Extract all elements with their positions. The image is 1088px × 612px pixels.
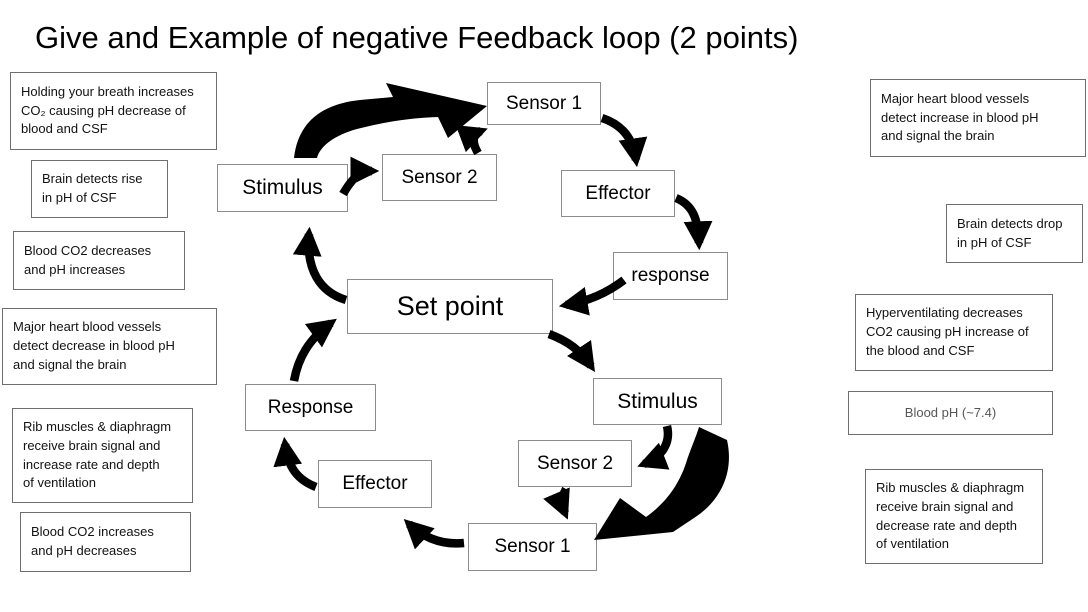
node-effector-bottom: Effector	[318, 460, 432, 508]
node-set-point: Set point	[347, 279, 553, 334]
node-sensor1-top: Sensor 1	[487, 82, 601, 125]
arrow-sensor1-bottom-to-effector-bottom	[403, 519, 465, 550]
note-blood-ph: Blood pH (~7.4)	[848, 391, 1053, 435]
arrow-effector-top-to-response	[674, 194, 713, 251]
note-blood-co2-decreases: Blood CO2 decreases and pH increases	[13, 231, 185, 290]
node-response-bottom: Response	[245, 384, 376, 431]
node-sensor1-bottom: Sensor 1	[468, 523, 597, 571]
arrow-response-bottom-to-setpoint	[289, 318, 337, 382]
node-sensor2-top: Sensor 2	[382, 154, 497, 201]
node-response-top: response	[613, 252, 728, 300]
node-effector-top: Effector	[561, 170, 675, 217]
arrow-sensor2-top-to-sensor1-top	[455, 125, 488, 156]
note-blood-co2-increases: Blood CO2 increases and pH decreases	[20, 512, 191, 572]
note-vessels-detect-decrease: Major heart blood vessels detect decreas…	[2, 308, 217, 385]
arrow-setpoint-to-stimulus-top	[292, 226, 348, 305]
page-title: Give and Example of negative Feedback lo…	[35, 20, 799, 55]
arrow-stimulus-top-to-sensor1-top-swoosh	[294, 83, 487, 158]
note-vessels-detect-increase: Major heart blood vessels detect increas…	[870, 79, 1086, 157]
arrow-setpoint-to-stimulus-bottom	[547, 330, 596, 373]
node-stimulus-top: Stimulus	[217, 164, 348, 212]
note-brain-detects-drop: Brain detects drop in pH of CSF	[946, 204, 1083, 263]
arrow-stimulus-bottom-to-sensor2-bottom	[637, 425, 673, 470]
arrow-effector-bottom-to-response-bottom	[273, 436, 318, 491]
node-stimulus-bottom: Stimulus	[593, 378, 722, 425]
arrow-sensor1-top-to-effector-top	[600, 113, 648, 168]
node-sensor2-bottom: Sensor 2	[518, 440, 632, 487]
note-rib-muscles-increase: Rib muscles & diaphragm receive brain si…	[12, 408, 193, 503]
note-rib-muscles-decrease: Rib muscles & diaphragm receive brain si…	[865, 469, 1043, 564]
arrow-sensor2-bottom-to-sensor1-bottom	[543, 486, 570, 520]
note-hyperventilating: Hyperventilating decreases CO2 causing p…	[855, 294, 1053, 371]
note-holding-breath: Holding your breath increases CO₂ causin…	[10, 72, 217, 150]
note-brain-detects-rise: Brain detects rise in pH of CSF	[31, 160, 168, 218]
